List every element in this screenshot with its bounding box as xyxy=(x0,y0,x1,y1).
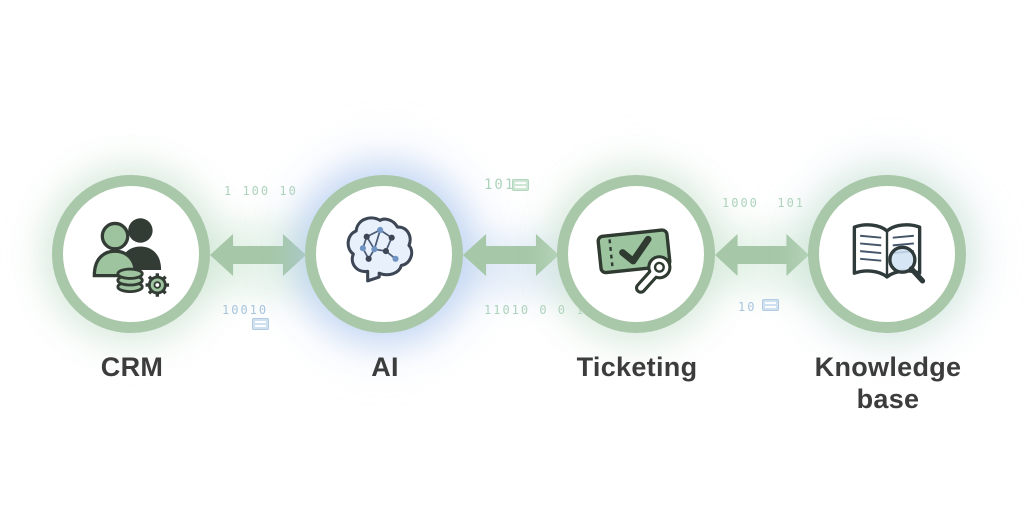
binary-chip-icon xyxy=(762,299,779,311)
bidirectional-arrow-shape xyxy=(715,234,809,276)
node-ai xyxy=(305,175,463,333)
binary-text: 10010 xyxy=(222,303,269,317)
node-label-knowledge: Knowledge base xyxy=(814,352,962,414)
ticket-icon xyxy=(596,228,672,294)
binary-text: 1 100 10 xyxy=(224,184,298,198)
gear-icon xyxy=(145,273,170,297)
binary-chip-icon xyxy=(512,179,529,191)
ai-brain-icon xyxy=(346,216,414,283)
binary-text: 101 xyxy=(484,177,516,193)
bidirectional-arrow-shape xyxy=(210,234,306,276)
node-label-crm: CRM xyxy=(100,352,164,382)
database-coins-icon xyxy=(116,267,144,294)
knowledge-base-icon xyxy=(852,223,926,284)
binary-text: 1000 101 xyxy=(722,196,806,210)
node-crm xyxy=(52,175,210,333)
arrow-ai-ticketing xyxy=(463,232,559,278)
bidirectional-arrow-shape xyxy=(463,234,559,276)
binary-chip-icon xyxy=(252,318,269,330)
node-label-ticketing: Ticketing xyxy=(576,352,698,382)
node-ticketing xyxy=(557,175,715,333)
node-label-ai: AI xyxy=(371,352,399,382)
binary-text: 11010 0 0 1 xyxy=(484,303,586,317)
node-knowledge-base xyxy=(808,175,966,333)
arrow-ticketing-knowledge xyxy=(715,232,809,278)
arrow-crm-ai xyxy=(210,232,306,278)
crm-icon xyxy=(92,218,170,297)
